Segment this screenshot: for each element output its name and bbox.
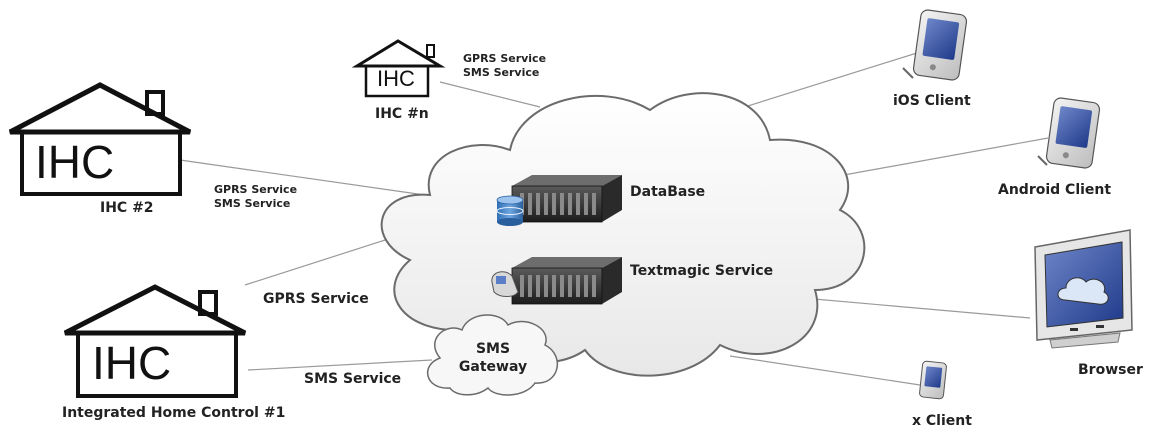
- link-x-cloud: [729, 355, 921, 386]
- link-ihc1-sms: [247, 359, 433, 371]
- ihc-2-link-sms: SMS Service: [214, 197, 291, 210]
- sms-gateway-line1: SMS: [475, 341, 511, 357]
- ihc-2-badge: IHC: [35, 136, 115, 188]
- ihc-n-link-sms: SMS Service: [463, 66, 540, 79]
- ios-client-label: iOS Client: [893, 93, 971, 109]
- ihc-1-link-sms: SMS Service: [304, 371, 402, 387]
- sms-gateway-line2: Gateway: [458, 359, 528, 375]
- ihc-1-caption: Integrated Home Control #1: [62, 405, 286, 421]
- database-cylinder-icon: [496, 195, 524, 226]
- ihc-n-link-gprs: GPRS Service: [463, 52, 547, 65]
- house-icon-ihc-1: [63, 284, 247, 398]
- ihc-2-link-gprs: GPRS Service: [214, 183, 298, 196]
- mobile-phone-icon: [491, 271, 519, 297]
- ihc-n-badge: IHC: [377, 66, 415, 91]
- database-server-icon: [511, 175, 622, 223]
- x-client-phone-icon: [919, 360, 947, 400]
- textmagic-server-icon: [511, 257, 622, 305]
- ihc-n-caption: IHC #n: [375, 106, 429, 122]
- link-browser-cloud: [779, 295, 1031, 319]
- link-ihc2-cloud: [179, 159, 461, 201]
- link-ihc-n-cloud: [439, 81, 541, 108]
- link-ihc1-gprs: [244, 231, 411, 286]
- x-client-label: x Client: [912, 413, 972, 429]
- sms-gateway-label: SMS Gateway: [448, 340, 538, 376]
- android-phone-icon: [1037, 97, 1101, 169]
- ihc-2-caption: IHC #2: [100, 200, 154, 216]
- ihc-1-badge: IHC: [92, 337, 172, 389]
- browser-label: Browser: [1078, 362, 1143, 378]
- browser-monitor-icon: [1034, 229, 1133, 349]
- ihc-1-link-gprs: GPRS Service: [263, 291, 369, 307]
- sms-gateway-cloud: [426, 314, 559, 396]
- database-label: DataBase: [630, 184, 706, 200]
- cloud-shape: [380, 92, 866, 377]
- android-client-label: Android Client: [998, 182, 1112, 198]
- house-icon-ihc-n: [351, 39, 446, 98]
- link-ios-cloud: [734, 51, 921, 111]
- ios-phone-icon: [902, 9, 968, 81]
- textmagic-label: Textmagic Service: [630, 263, 774, 279]
- house-icon-ihc-2: [8, 82, 192, 196]
